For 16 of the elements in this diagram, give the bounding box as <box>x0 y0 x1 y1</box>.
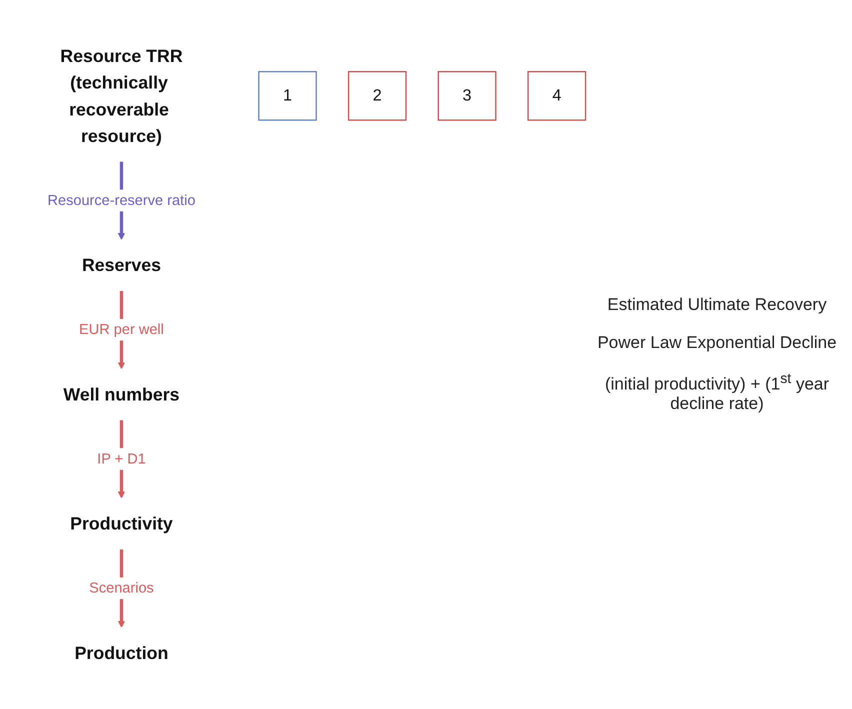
node-text: Production <box>74 642 168 664</box>
edge-label: Resource-reserve ratio <box>48 192 196 208</box>
edge-label: EUR per well <box>79 321 164 338</box>
annotation-text: (initial productivity) + (1$^{st}$ year decline rate) <box>604 370 830 414</box>
node-box: 2 <box>348 71 407 121</box>
node-text: Reserves <box>82 255 162 276</box>
annotation-text: Power Law Exponential Decline <box>596 332 838 353</box>
node-box: 1 <box>258 71 317 121</box>
annotation-text: Estimated Ultimate Recovery <box>606 294 828 315</box>
node-text: Well numbers <box>63 384 180 405</box>
node-text: Resource TRR (technically recoverable resource) <box>60 46 183 146</box>
edge-label: Scenarios <box>89 580 154 596</box>
node-text: Productivity <box>70 514 173 534</box>
edge-label: IP + D1 <box>97 450 146 467</box>
node-box: 4 <box>527 71 586 121</box>
node-box: 3 <box>438 71 496 121</box>
